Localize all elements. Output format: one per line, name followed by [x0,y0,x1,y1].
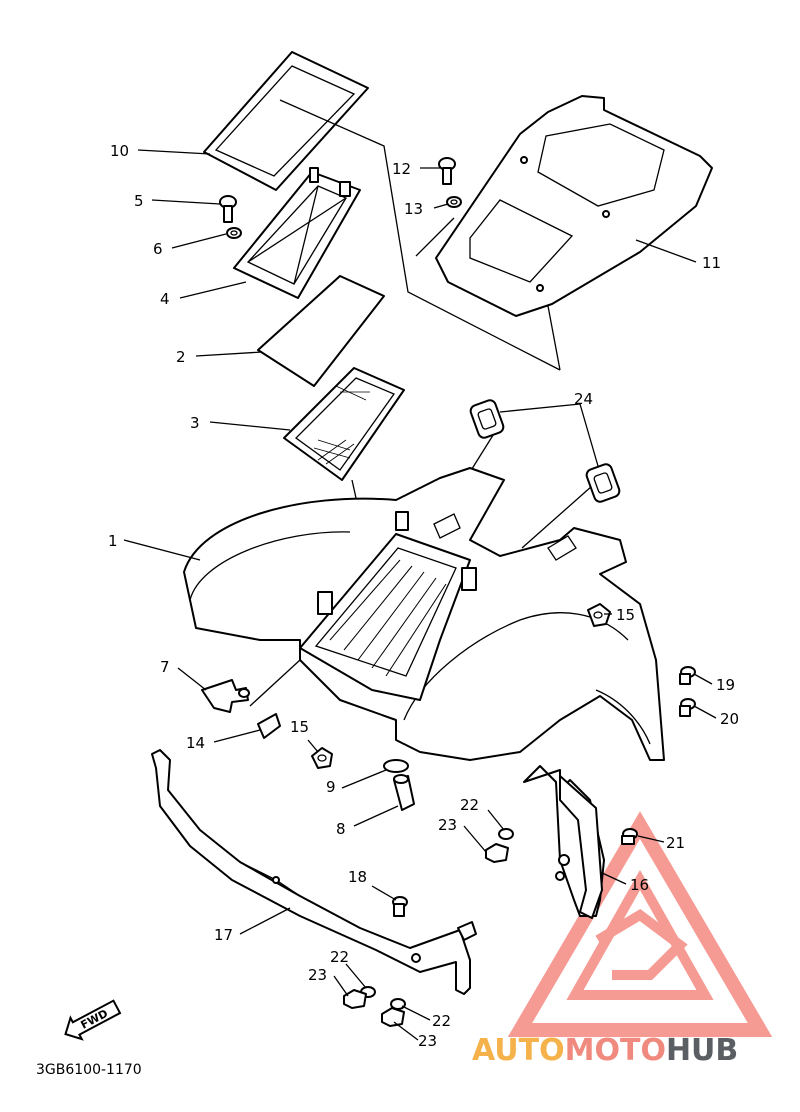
part-13-washer [446,196,462,208]
callout-24: 24 [574,390,593,408]
callout-22-upper: 22 [460,796,479,814]
part-5-screw [219,195,237,223]
part-16-bracket [523,765,605,919]
diagram-code: 3GB6100-1170 [36,1062,142,1078]
part-6-washer [226,227,242,239]
part-21-bolt [621,828,638,845]
callout-22-lower-right: 22 [432,1012,451,1030]
callout-22-lower-left: 22 [330,948,349,966]
callout-10: 10 [110,142,129,160]
part-17-bumper [151,749,477,995]
part-3-mesh-frame [283,367,405,481]
part-18-bolt [392,896,408,917]
callout-11: 11 [702,254,721,272]
callout-3: 3 [190,414,200,432]
callout-23-upper: 23 [438,816,457,834]
part-23-nut-upper [485,843,509,863]
callout-23-lower-left: 23 [308,966,327,984]
part-7-pipe [201,679,250,713]
callout-4: 4 [160,290,170,308]
part-10-gasket [203,51,369,191]
callout-8: 8 [336,820,346,838]
watermark-g-mark [595,908,688,980]
part-15-bolt-lower [311,747,333,769]
watermark-logo: AUTOMOTOHUB [472,1033,738,1068]
leader-lines [123,149,717,1041]
part-8-plug [393,774,415,811]
watermark-triangle [507,811,773,1037]
callout-labels: 10 5 6 4 2 3 1 12 13 11 24 15 7 14 15 9 … [108,142,739,1050]
callout-17: 17 [214,926,233,944]
callout-19: 19 [716,676,735,694]
part-20-bolt [679,698,696,717]
part-22-washer-upper [498,828,514,840]
part-2-filter-element [257,275,385,387]
fwd-arrow-icon: FWD [64,999,122,1041]
callout-23-lower-right: 23 [418,1032,437,1050]
callout-9: 9 [326,778,336,796]
callout-20: 20 [720,710,739,728]
watermark-auto: AUTO [472,1033,565,1068]
part-1-front-fender [183,467,665,761]
callout-15-upper: 15 [616,606,635,624]
part-19-bolt [679,666,696,685]
watermark-moto: MOTO [565,1033,666,1068]
part-11-front-cover [435,95,713,317]
callout-21: 21 [666,834,685,852]
callout-14: 14 [186,734,205,752]
callout-7: 7 [160,658,170,676]
watermark-triangle-outer [507,811,773,1037]
callout-18: 18 [348,868,367,886]
watermark-hub: HUB [666,1033,738,1068]
part-12-screw [438,157,456,185]
callout-12: 12 [392,160,411,178]
callout-6: 6 [153,240,163,258]
callout-15-lower: 15 [290,718,309,736]
part-23-nut-lower-left [343,989,367,1009]
part-23-nut-lower-right [381,1007,405,1027]
part-14-clip [257,713,281,739]
part-24-grommets [469,399,621,503]
part-15-bolt-upper [587,603,611,627]
part-4-filter-frame [233,167,361,299]
callout-13: 13 [404,200,423,218]
part-9-clamp [383,759,409,773]
callout-1: 1 [108,532,118,550]
callout-5: 5 [134,192,144,210]
callout-2: 2 [176,348,186,366]
svg-text:AUTOMOTOHUB: AUTOMOTOHUB [472,1033,738,1068]
callout-16: 16 [630,876,649,894]
